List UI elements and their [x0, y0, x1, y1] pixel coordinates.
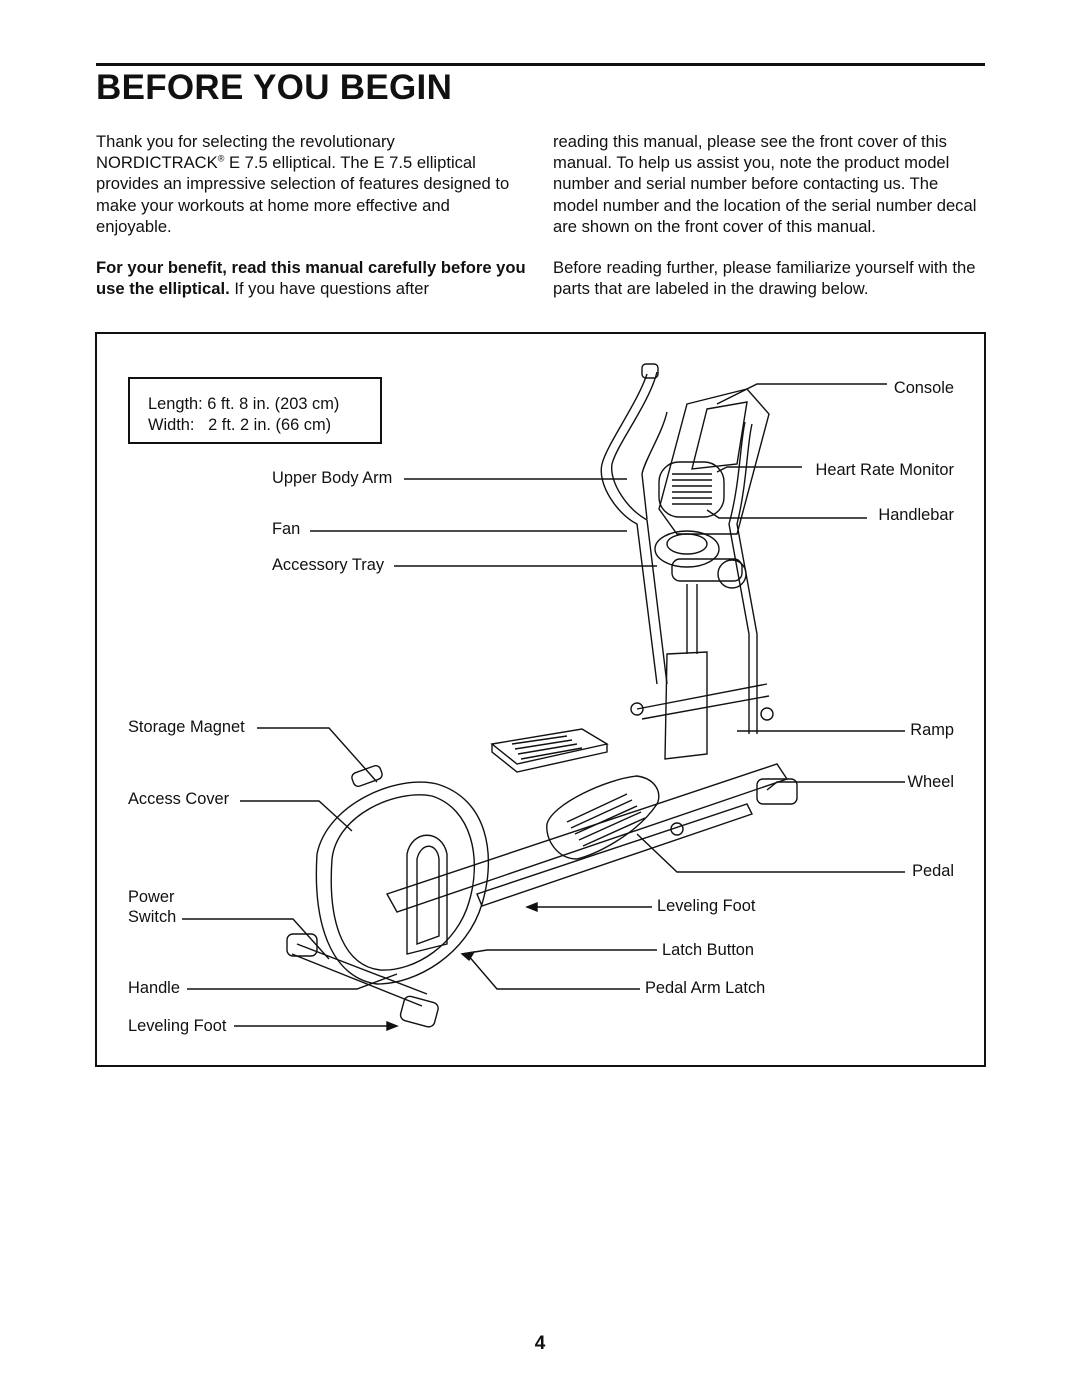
flywheel-housing: [315, 765, 490, 985]
intro-text-after: If you have questions after: [229, 279, 429, 299]
page-number: 4: [534, 1333, 546, 1354]
leader-lines: [182, 383, 905, 1027]
length-label: Length:: [148, 395, 203, 413]
intro-bold-text: For your benefit, read this manual caref…: [96, 258, 526, 299]
dimensions-box: Length: 6 ft. 8 in. (203 cm) Width: 2 ft…: [128, 377, 382, 444]
label-leveling-foot-left: Leveling Foot: [128, 1017, 227, 1035]
parts-diagram: Length: 6 ft. 8 in. (203 cm) Width: 2 ft…: [95, 332, 986, 1067]
label-fan: Fan: [272, 520, 301, 538]
label-pedal-arm-latch: Pedal Arm Latch: [645, 979, 766, 997]
label-leveling-foot-right: Leveling Foot: [657, 897, 756, 915]
label-pedal: Pedal: [912, 862, 954, 880]
pedals: [490, 728, 660, 860]
label-storage-magnet: Storage Magnet: [128, 718, 245, 736]
upper-body-arms: [600, 363, 758, 734]
label-accessory-tray: Accessory Tray: [272, 556, 385, 574]
label-heart-rate-monitor: Heart Rate Monitor: [815, 461, 954, 479]
width-label: Width:: [148, 416, 195, 434]
intro-paragraph-2: For your benefit, read this manual caref…: [96, 257, 526, 299]
label-switch: Switch: [128, 908, 177, 926]
intro-text-rest: E 7.5 elliptical. The E 7.5 elliptical p…: [96, 153, 510, 236]
console-unit: [658, 388, 770, 535]
intro-paragraph-4: Before reading further, please familiari…: [553, 258, 976, 299]
label-access-cover: Access Cover: [128, 790, 230, 808]
label-latch-button: Latch Button: [662, 941, 755, 959]
elliptical-drawing: [182, 363, 905, 1032]
length-line: Length: 6 ft. 8 in. (203 cm): [148, 394, 339, 415]
label-handlebar: Handlebar: [878, 506, 954, 524]
upright-post: [654, 530, 747, 760]
label-handle: Handle: [128, 979, 180, 997]
page-title: BEFORE YOU BEGIN: [96, 68, 453, 107]
intro-column-right: reading this manual, please see the fron…: [553, 131, 983, 319]
intro-text: Thank you for selecting the revolutionar…: [96, 132, 395, 151]
label-ramp: Ramp: [910, 721, 954, 739]
length-value: 6 ft. 8 in. (203 cm): [207, 395, 340, 413]
label-power: Power: [128, 888, 175, 906]
registered-mark: ®: [217, 153, 225, 164]
width-line: Width: 2 ft. 2 in. (66 cm): [148, 415, 331, 436]
base-frame: [286, 683, 798, 1028]
header-rule: [96, 63, 985, 66]
intro-paragraph-1: Thank you for selecting the revolutionar…: [96, 131, 526, 237]
intro-column-left: Thank you for selecting the revolutionar…: [96, 131, 526, 319]
label-wheel: Wheel: [907, 773, 954, 791]
brand-name: NORDICTRACK: [96, 153, 218, 173]
label-console: Console: [893, 379, 954, 397]
width-value: 2 ft. 2 in. (66 cm): [208, 416, 332, 434]
intro-paragraph-3: reading this manual, please see the fron…: [553, 132, 977, 236]
label-upper-body-arm: Upper Body Arm: [272, 469, 393, 487]
